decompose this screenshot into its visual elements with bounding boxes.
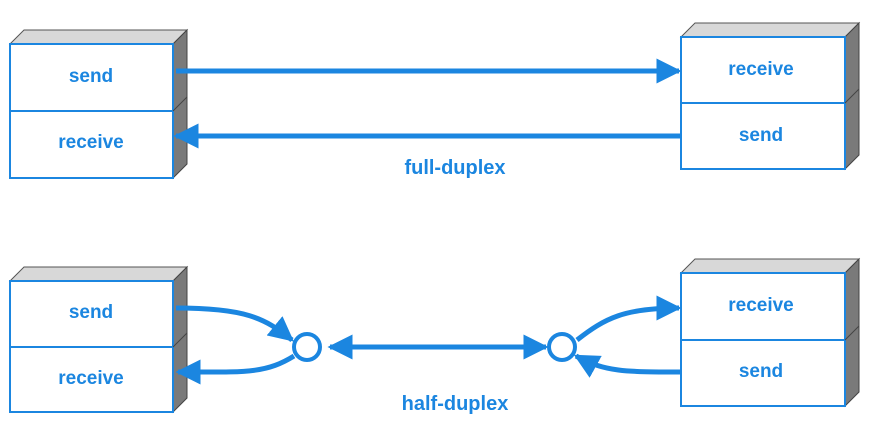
box-top-face <box>679 258 861 274</box>
full-duplex-left-node: send receive <box>8 28 189 180</box>
receive-label: receive <box>58 368 124 389</box>
send-label: send <box>69 66 113 87</box>
left-receive-curve-arrow <box>175 353 296 385</box>
left-send-curve-arrow <box>175 305 294 342</box>
send-label: send <box>69 302 113 323</box>
send-slot <box>680 102 846 170</box>
box-top-face <box>8 29 189 45</box>
right-receive-curve-arrow <box>575 295 682 342</box>
full-duplex-caption: full-duplex <box>404 157 505 179</box>
left-junction-circle <box>292 332 322 362</box>
send-slot <box>9 43 174 112</box>
half-duplex-caption: half-duplex <box>402 393 509 415</box>
right-send-curve-arrow <box>573 353 682 378</box>
receive-label: receive <box>728 295 794 316</box>
receive-slot <box>9 346 174 413</box>
half-duplex-left-node: send receive <box>8 265 189 414</box>
send-label: send <box>739 125 783 146</box>
full-duplex-right-node: receive send <box>679 21 861 171</box>
receive-label: receive <box>58 132 124 153</box>
send-label: send <box>739 361 783 382</box>
send-slot <box>680 339 846 407</box>
half-duplex-right-node: receive send <box>679 257 861 408</box>
right-junction-circle <box>547 332 577 362</box>
receive-label: receive <box>728 59 794 80</box>
receive-slot <box>9 110 174 179</box>
box-top-face <box>8 266 189 282</box>
box-top-face <box>679 22 861 38</box>
